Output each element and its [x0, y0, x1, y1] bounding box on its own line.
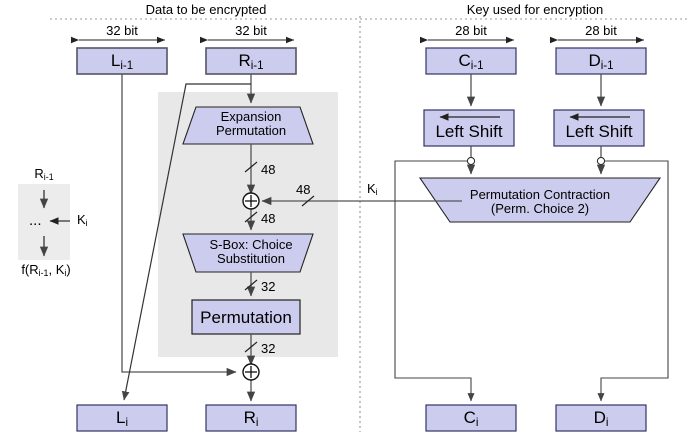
box-label-r-next-sub: i — [255, 417, 259, 430]
box-label-r-prev-sub: i-1 — [250, 60, 264, 73]
box-label-l-next-main: L — [115, 408, 126, 427]
permutation-box[interactable] — [191, 299, 301, 335]
expansion-permutation-label: Expansion Permutation — [191, 110, 311, 138]
wire-label-xor-out: 48 — [261, 211, 276, 226]
legend-output-sub2: i — [64, 268, 67, 279]
xor-gate-key — [242, 192, 260, 210]
box-l-next[interactable] — [76, 404, 168, 432]
permutation-contraction-label: Permutation Contraction (Perm. Choice 2) — [425, 188, 655, 216]
bit-label-r-prev: 32 bit — [235, 23, 267, 38]
box-label-d-prev: Di-1 — [588, 51, 614, 73]
left-shift-label-1: Left Shift — [435, 122, 503, 141]
legend-output-sub1: i-1 — [38, 268, 49, 279]
sbox-label-line2: Substitution — [217, 251, 285, 266]
bit-slash-ticks — [244, 161, 315, 353]
box-label-d-prev-main: D — [588, 51, 601, 70]
wire-shift1-to-cnext — [394, 160, 475, 402]
bit-label-c-prev: 28 bit — [455, 23, 487, 38]
legend-output-post: ) — [66, 262, 71, 277]
sbox-label-line1: S-Box: Choice — [209, 237, 293, 252]
bit-label-l-prev: 32 bit — [106, 23, 138, 38]
wire-label-perm-out: 32 — [261, 341, 276, 356]
box-r-next[interactable] — [205, 404, 297, 432]
box-label-r-prev-main: R — [238, 51, 251, 70]
box-label-c-next: Ci — [463, 408, 479, 430]
contraction-label-line2: (Perm. Choice 2) — [490, 201, 590, 216]
legend-output-label: f(Ri-1, Ki) — [21, 262, 71, 279]
box-label-l-next: Li — [115, 408, 129, 430]
box-label-r-next: Ri — [243, 408, 259, 430]
box-label-l-next-sub: i — [125, 417, 129, 430]
legend-dots-label: ... — [29, 212, 42, 229]
junction-dot-c — [466, 156, 476, 166]
legend-key-label: Ki — [77, 212, 88, 229]
box-label-c-prev-main: C — [458, 51, 471, 70]
permutation-contraction-shape[interactable] — [418, 177, 662, 223]
legend-key-main: K — [77, 212, 86, 227]
xor-gate-feistel — [242, 363, 260, 381]
box-label-d-next-sub: i — [605, 417, 609, 430]
wire-label-key-in: 48 — [296, 182, 311, 197]
box-label-c-next-main: C — [463, 408, 476, 427]
box-label-c-next-sub: i — [475, 417, 479, 430]
sbox-shape[interactable] — [182, 233, 314, 273]
box-label-l-prev-sub: i-1 — [120, 60, 134, 73]
expansion-label-line1: Expansion — [220, 109, 282, 124]
section-title-data: Data to be encrypted — [145, 2, 267, 17]
legend-output-mid: , K — [48, 262, 65, 277]
wire-label-expansion-out: 48 — [261, 162, 276, 177]
wire-rprev-to-lnext — [121, 83, 251, 401]
left-shift-box-1[interactable] — [423, 109, 515, 147]
expansion-permutation-shape[interactable] — [182, 106, 314, 145]
left-shift-label-2: Left Shift — [565, 122, 633, 141]
box-label-l-prev-main: L — [110, 51, 121, 70]
legend-key-sub: i — [85, 218, 88, 229]
box-label-d-next-main: D — [593, 408, 606, 427]
box-label-l-prev: Li-1 — [110, 51, 134, 73]
box-c-prev[interactable] — [425, 47, 517, 75]
box-d-prev[interactable] — [555, 47, 647, 75]
contraction-label-line1: Permutation Contraction — [469, 187, 611, 202]
box-c-next[interactable] — [425, 404, 517, 432]
wire-label-subkey: Ki — [367, 181, 378, 198]
junction-dot-d — [596, 156, 606, 166]
bit-label-d-prev: 28 bit — [585, 23, 617, 38]
sbox-label: S-Box: Choice Substitution — [186, 238, 316, 266]
box-l-prev[interactable] — [76, 47, 168, 75]
box-label-c-prev-sub: i-1 — [470, 60, 484, 73]
box-label-r-prev: Ri-1 — [238, 51, 264, 73]
box-label-d-next: Di — [593, 408, 609, 430]
box-label-c-prev: Ci-1 — [458, 51, 484, 73]
box-label-r-next-main: R — [243, 408, 256, 427]
wire-shift2-to-dnext — [597, 160, 669, 402]
legend-input-sub: i-1 — [43, 172, 54, 183]
permutation-label: Permutation — [200, 308, 292, 327]
subkey-label-main: K — [367, 181, 376, 196]
expansion-label-line2: Permutation — [215, 123, 287, 138]
legend-output-pre: f(R — [21, 262, 39, 277]
wire-label-sbox-out: 32 — [261, 279, 276, 294]
wire-lprev-to-xor2 — [121, 74, 237, 377]
legend-input-main: R — [34, 166, 44, 181]
section-title-key: Key used for encryption — [466, 2, 604, 17]
box-label-d-prev-sub: i-1 — [600, 60, 614, 73]
box-d-next[interactable] — [555, 404, 647, 432]
left-shift-box-2[interactable] — [553, 109, 645, 147]
box-r-prev[interactable] — [205, 47, 297, 75]
subkey-label-sub: i — [375, 187, 378, 198]
legend-input-label: Ri-1 — [34, 166, 54, 183]
